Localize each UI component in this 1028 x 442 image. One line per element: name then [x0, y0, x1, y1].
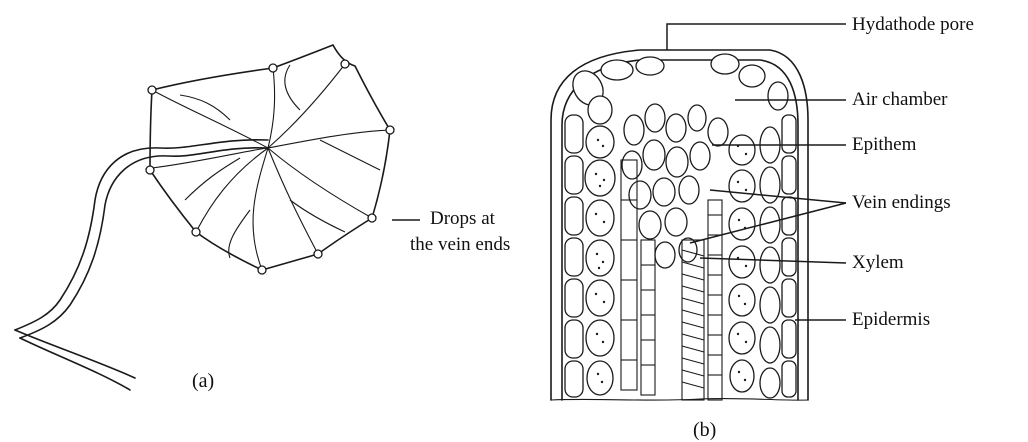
leaf-veins [152, 64, 390, 270]
figure-a-leaf-drawing [15, 45, 394, 390]
figure-b-hydathode-section [551, 50, 808, 400]
epithem-cells [622, 104, 728, 268]
leader-hydathode-pore [667, 24, 846, 50]
label-xylem: Xylem [852, 252, 904, 273]
label-air-chamber: Air chamber [852, 89, 948, 110]
stem-branch-a [15, 330, 135, 378]
label-epidermis: Epidermis [852, 309, 930, 330]
callout-line-2: the vein ends [410, 234, 510, 255]
vein-end-drops [146, 60, 394, 274]
stem-branch-b [20, 338, 130, 390]
drop [192, 228, 200, 236]
left-epidermis-column [565, 115, 583, 397]
drop [386, 126, 394, 134]
drop [258, 266, 266, 274]
panel-label-a: (a) [192, 370, 214, 392]
drop [146, 166, 154, 174]
label-vein-endings: Vein endings [852, 192, 951, 213]
panel-label-b: (b) [693, 419, 716, 441]
label-epithem: Epithem [852, 134, 917, 155]
left-mesophyll-cells [585, 96, 615, 395]
petiole-outer [15, 140, 268, 330]
callout-line-1: Drops at [430, 208, 496, 229]
petiole-inner [20, 148, 268, 338]
drop [368, 214, 376, 222]
drop [269, 64, 277, 72]
right-mesophyll-cells [729, 127, 780, 398]
right-epidermis-column [782, 115, 796, 397]
xylem-strand-right [682, 200, 722, 400]
drop [148, 86, 156, 94]
drop [341, 60, 349, 68]
label-hydathode-pore: Hydathode pore [852, 14, 974, 35]
section-bottom-edge [551, 398, 808, 400]
drop [314, 250, 322, 258]
